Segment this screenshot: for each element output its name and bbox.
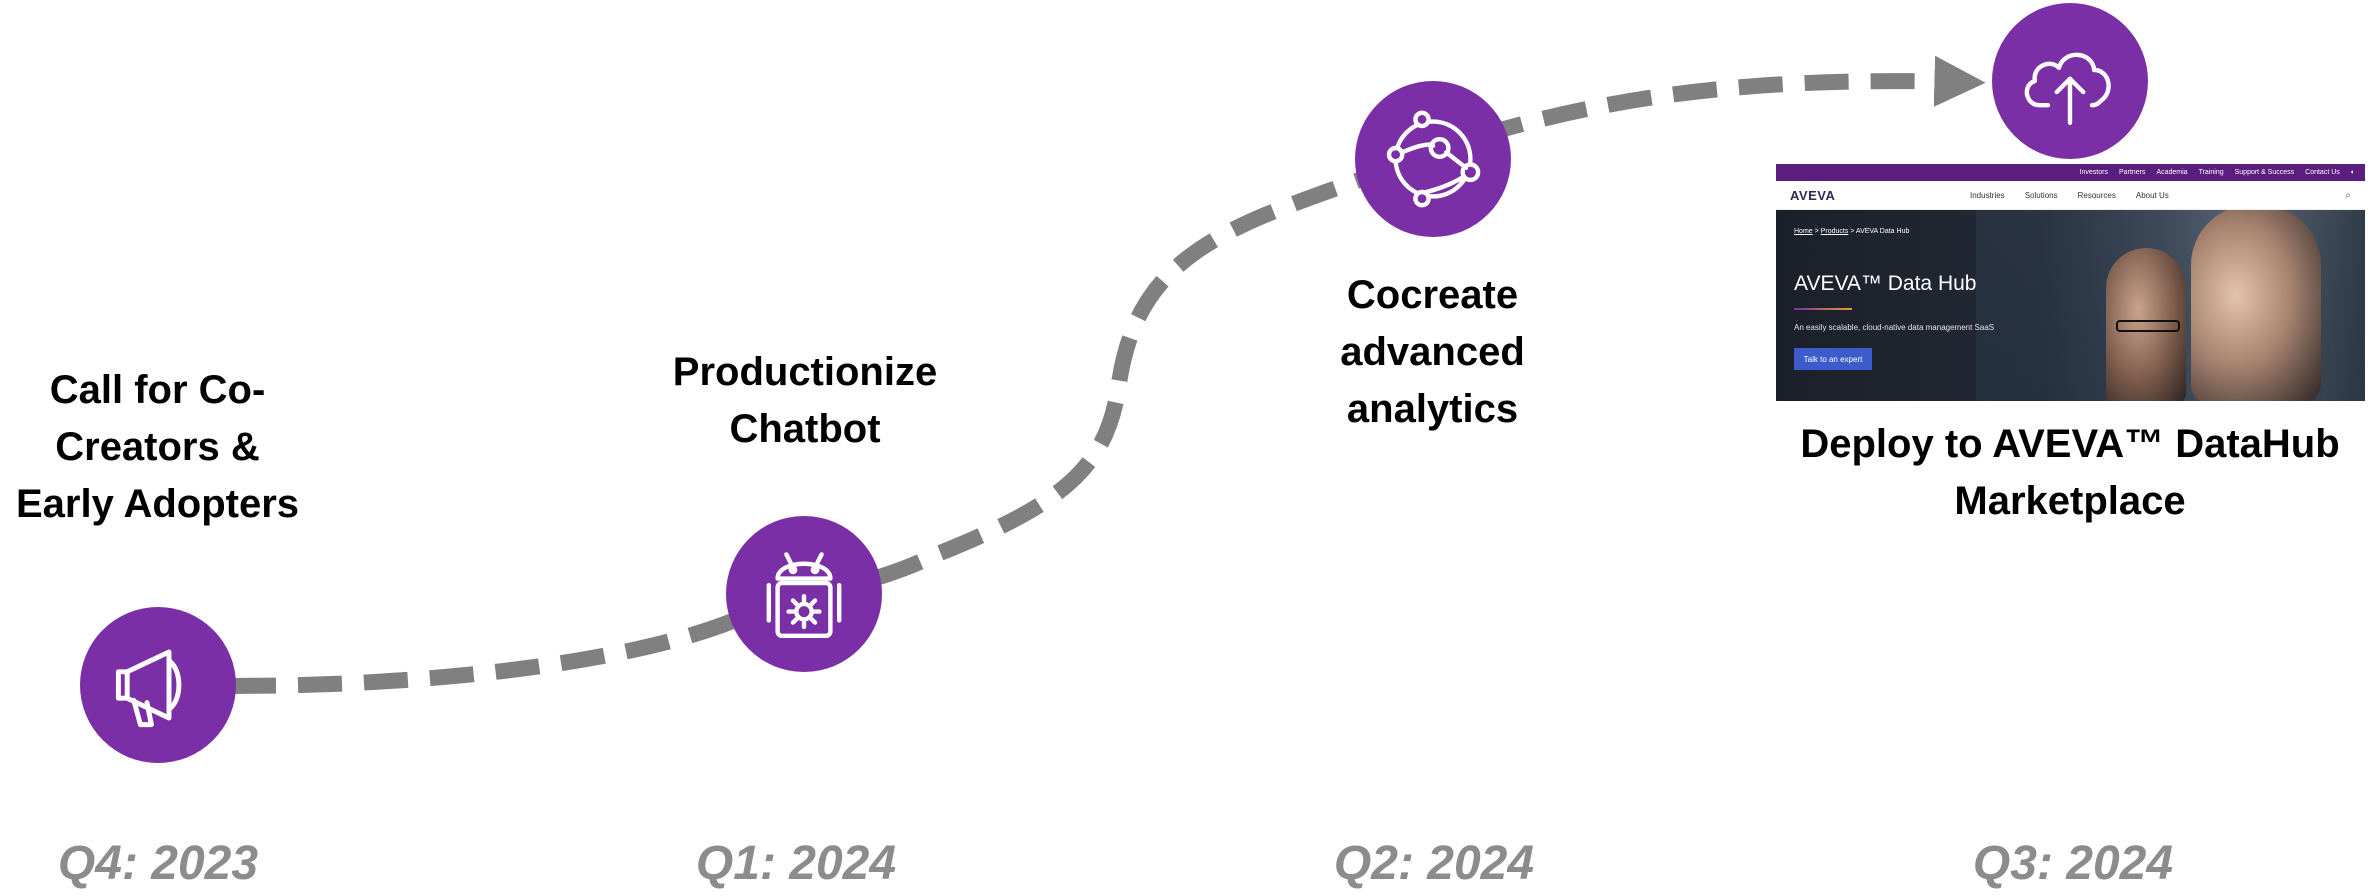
label-line: Chatbot (729, 407, 881, 451)
aveva-logo[interactable]: AVEVA (1790, 187, 1836, 203)
site-hero: Home > Products > AVEVA Data Hub AVEVA™ … (1776, 210, 2365, 401)
site-nav: AVEVA Industries Solutions Resources Abo… (1776, 181, 2365, 210)
label-line: Call for Co- (49, 368, 266, 412)
site-topbar: Investors Partners Academia Training Sup… (1776, 164, 2365, 181)
quarter-label: Q1: 2024 (695, 837, 897, 890)
milestone-label-1: Call for Co- Creators & Early Adopters (0, 362, 315, 533)
breadcrumb-separator: > (1850, 228, 1856, 235)
talk-to-expert-button[interactable]: Talk to an expert (1794, 348, 1872, 370)
hero-person-1 (2106, 248, 2186, 401)
label-line: Productionize (672, 350, 938, 394)
milestone-label-3: Cocreate advanced analytics (1275, 267, 1590, 438)
label-line: Creators & (55, 425, 260, 469)
label-line: Deploy to AVEVA™ DataHub (1800, 422, 2340, 466)
nav-link-industries[interactable]: Industries (1970, 190, 2005, 200)
milestone-label-4: Deploy to AVEVA™ DataHub Marketplace (1740, 416, 2379, 530)
breadcrumb-home[interactable]: Home (1794, 228, 1813, 235)
hero-title: AVEVA™ Data Hub (1794, 272, 1977, 295)
topbar-link[interactable]: Support & Success (2234, 169, 2295, 176)
quarter-label: Q4: 2023 (57, 837, 259, 890)
search-icon[interactable]: ⌕ (2345, 189, 2351, 201)
megaphone-icon (80, 607, 236, 763)
hero-glasses (2116, 320, 2180, 332)
quarter-label: Q3: 2024 (1972, 837, 2174, 890)
label-line: Cocreate (1346, 273, 1519, 317)
breadcrumb-separator: > (1814, 228, 1821, 235)
hero-accent-line (1794, 308, 1852, 310)
aveva-datahub-screenshot: Investors Partners Academia Training Sup… (1776, 164, 2365, 401)
topbar-link[interactable]: Partners (2118, 169, 2146, 176)
label-line: Early Adopters (15, 482, 300, 526)
nav-link-solutions[interactable]: Solutions (2024, 190, 2058, 200)
breadcrumb: Home > Products > AVEVA Data Hub (1794, 228, 1909, 235)
label-line: analytics (1346, 387, 1519, 431)
nav-link-resources[interactable]: Resources (2077, 190, 2116, 200)
breadcrumb-products[interactable]: Products (1820, 228, 1849, 235)
label-line: Marketplace (1954, 479, 2186, 523)
topbar-link[interactable]: Academia (2156, 169, 2188, 176)
hero-subtitle: An easily scalable, cloud-native data ma… (1794, 323, 1995, 332)
cloud-upload-icon (1992, 3, 2148, 159)
milestone-label-2: Productionize Chatbot (640, 344, 970, 458)
topbar-link[interactable]: Contact Us (2305, 169, 2340, 176)
breadcrumb-current: AVEVA Data Hub (1855, 228, 1910, 235)
hero-person-2 (2191, 210, 2321, 401)
network-nodes-icon (1355, 81, 1511, 237)
topbar-link[interactable]: Training (2198, 169, 2224, 176)
nav-link-about-us[interactable]: About Us (2135, 190, 2169, 200)
topbar-link[interactable]: Investors (2079, 169, 2108, 176)
quarter-label: Q2: 2024 (1333, 837, 1535, 890)
label-line: advanced (1340, 330, 1525, 374)
theme-toggle-icon[interactable]: ◐ (2350, 169, 2355, 176)
android-gear-icon (726, 516, 882, 672)
